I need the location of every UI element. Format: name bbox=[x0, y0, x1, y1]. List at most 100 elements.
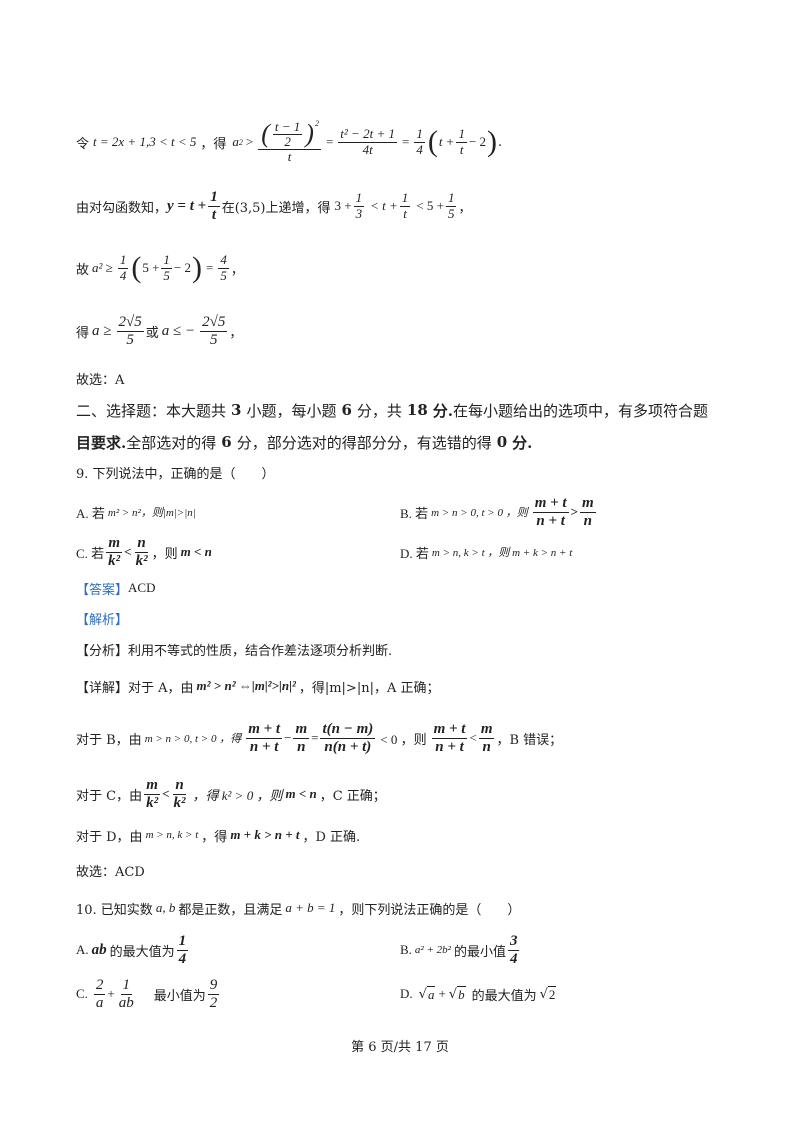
conclusion: 故选：A bbox=[76, 368, 740, 388]
fraction-numerator: m bbox=[580, 495, 596, 513]
option-c-label: C. 若 bbox=[76, 545, 105, 561]
fraction-denominator: k² bbox=[173, 794, 186, 811]
number: 6 bbox=[221, 433, 232, 451]
text: 在每小题给出的选项中，有多项符合题 bbox=[453, 401, 709, 420]
math-op: < bbox=[469, 730, 477, 745]
fraction-denominator: n bbox=[297, 738, 306, 755]
number: 6 bbox=[341, 401, 352, 419]
fraction-numerator: n bbox=[173, 777, 186, 795]
option-b-label: B. bbox=[400, 942, 412, 957]
text: ，得|m|>|n|，A 正确； bbox=[298, 680, 440, 696]
paren-left: ( bbox=[427, 125, 438, 158]
function-expr: y = t + bbox=[167, 197, 207, 214]
math-expr: < t + bbox=[370, 198, 398, 213]
fraction: 1 3 bbox=[353, 190, 365, 221]
text: 故选：A bbox=[76, 372, 125, 388]
inner-fraction: t − 1 2 bbox=[272, 119, 303, 150]
fraction-numerator: 9 bbox=[207, 977, 220, 995]
fraction: m n bbox=[478, 721, 495, 755]
fraction-denominator: 4 bbox=[416, 141, 423, 157]
fraction-denominator: n(n + t) bbox=[324, 738, 372, 755]
fraction-1: ( t − 1 2 )2 t bbox=[258, 119, 321, 165]
fraction-numerator: 3 bbox=[507, 933, 520, 951]
fraction-numerator: 1 bbox=[208, 189, 220, 207]
math-op: = bbox=[325, 134, 334, 149]
fraction-numerator: 2√5 bbox=[116, 314, 144, 332]
fraction: 2 a bbox=[93, 977, 106, 1011]
fraction-numerator: t(n − m) bbox=[320, 721, 376, 739]
text: 的最大值为 bbox=[109, 944, 175, 960]
text: ， bbox=[229, 325, 243, 341]
text: ，B 错误； bbox=[496, 732, 563, 748]
exponent: 2 bbox=[238, 137, 243, 147]
fraction: 1 4 bbox=[176, 933, 189, 967]
text: 利用不等式的性质，结合作差法逐项分析判断. bbox=[128, 643, 393, 659]
fraction-denominator: k² bbox=[135, 552, 148, 569]
text: ，则下列说法正确的是（ ） bbox=[338, 902, 521, 918]
derivation-line-3: 故 a² ≥ 1 4 ( 5 + 1 5 − 2 ) = 4 5 ， bbox=[76, 248, 740, 288]
fraction-numerator: m bbox=[144, 777, 160, 795]
fraction-2: t² − 2t + 1 4t bbox=[338, 126, 397, 157]
fraction-denominator: t bbox=[459, 141, 464, 157]
option-d: D. √a + √b 的最大值为 √2 bbox=[400, 985, 557, 1004]
text: 令 bbox=[76, 136, 90, 152]
math-expr: 3 + bbox=[334, 198, 352, 213]
math-expr: a ≥ bbox=[92, 322, 112, 339]
sqrt-symbol: √ bbox=[539, 986, 548, 1002]
fraction: m n bbox=[580, 495, 596, 529]
fraction-numerator: 1 bbox=[399, 190, 411, 207]
answer-value: ACD bbox=[128, 580, 156, 595]
text: 分. bbox=[432, 401, 454, 420]
fraction-numerator: 1 bbox=[120, 977, 133, 995]
fraction-denominator: 5 bbox=[163, 267, 170, 283]
text: ，得 bbox=[200, 136, 227, 152]
section-heading-line-1: 二、选择题：本大题共 3 小题，每小题 6 分，共 18 分. 在每小题给出的选… bbox=[76, 398, 740, 422]
option-d: D. 若 m > n, k > t ，则 m + k > n + t bbox=[400, 543, 572, 562]
fraction-denominator: ab bbox=[118, 994, 134, 1011]
fraction-denominator: n + t bbox=[435, 738, 464, 755]
derivation-line-2: 由对勾函数知， y = t + 1 t 在(3,5)上递增，得 3 + 1 3 … bbox=[76, 188, 740, 224]
fraction-numerator: 2√5 bbox=[200, 314, 228, 332]
fenxi-tag: 【分析】 bbox=[76, 643, 129, 659]
fenxi-line: 【分析】 利用不等式的性质，结合作差法逐项分析判断. bbox=[76, 638, 740, 660]
text: 的最大值为 bbox=[471, 988, 537, 1004]
option-d-text: m > n, k > t ，则 m + k > n + t bbox=[431, 547, 573, 559]
math-op: = bbox=[311, 730, 319, 745]
math-op: + bbox=[438, 986, 446, 1001]
fraction-numerator: m + t bbox=[246, 721, 283, 739]
fraction: t(n − m) n(n + t) bbox=[320, 721, 376, 755]
text: 都是正数，且满足 bbox=[178, 902, 283, 918]
math-op: + bbox=[107, 986, 115, 1001]
fraction-numerator: n bbox=[135, 535, 148, 553]
option-d-label: D. 若 bbox=[400, 545, 429, 561]
option-b-cond: m > n > 0, t > 0 ，则 bbox=[431, 507, 528, 519]
text: 全部选对的得 bbox=[126, 433, 217, 452]
fraction-numerator: m bbox=[106, 535, 122, 553]
text: 对于 B，由 bbox=[76, 732, 142, 748]
fraction-numerator: 1 bbox=[445, 190, 457, 207]
fraction: 2√5 5 bbox=[116, 314, 144, 348]
text: 由对勾函数知， bbox=[76, 200, 168, 216]
paren-left: ( bbox=[261, 119, 270, 149]
final-answer: 故选：ACD bbox=[76, 860, 740, 880]
fraction-denominator: 3 bbox=[355, 205, 363, 221]
detail-a: 【详解】 对于 A，由 m² > n² ⇔|m|²>|n|² ，得|m|>|n|… bbox=[76, 674, 740, 698]
math-expr: a, b bbox=[155, 900, 176, 915]
paren-right: ) bbox=[487, 125, 498, 158]
text: 二、选择题：本大题共 bbox=[76, 401, 227, 420]
fraction-denominator: 2 bbox=[284, 133, 291, 149]
fraction-3: 1 4 bbox=[414, 126, 425, 157]
option-b-label: B. 若 bbox=[400, 505, 429, 521]
fraction-denominator: n + t bbox=[249, 738, 279, 755]
fraction: m + t n + t bbox=[431, 721, 468, 755]
sqrt-radicand: 2 bbox=[547, 985, 557, 1002]
text: 分，共 bbox=[356, 401, 402, 420]
question-10-options-cd: C. 2 a + 1 ab 最小值为 9 2 D. √a + √b 的最大值为 … bbox=[76, 972, 740, 1016]
text: 或 bbox=[145, 325, 159, 341]
fraction-denominator: 4 bbox=[509, 950, 518, 967]
fraction: n k² bbox=[134, 535, 150, 569]
option-a-label: A. bbox=[76, 942, 89, 957]
option-d-label: D. bbox=[400, 986, 413, 1001]
math-expr: − 2 bbox=[468, 134, 487, 149]
math-expr: t + bbox=[438, 134, 455, 149]
